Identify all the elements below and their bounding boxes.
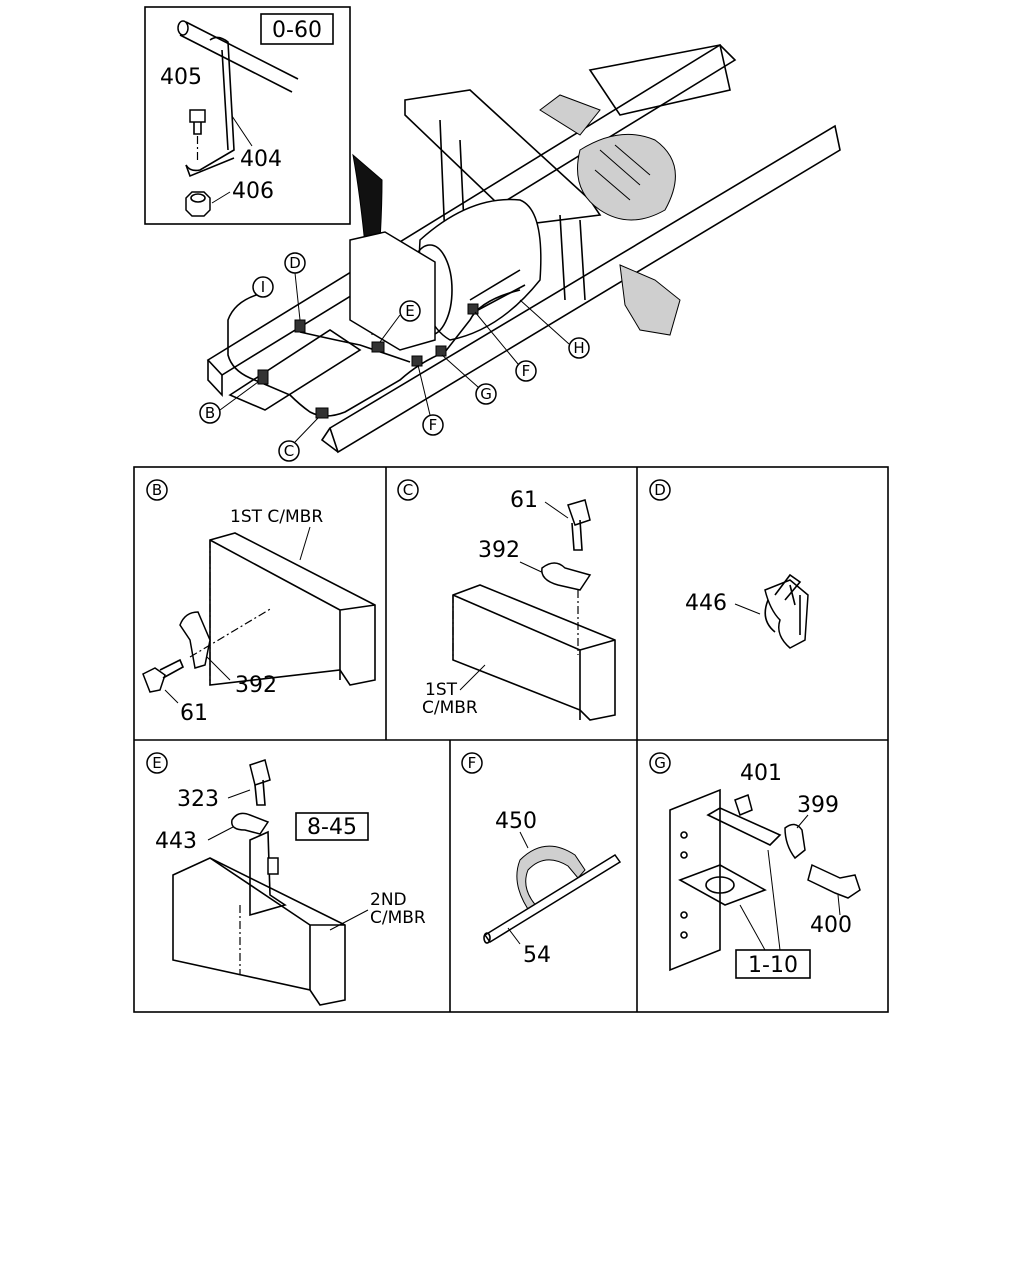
callout-E: E <box>405 302 414 320</box>
clip-392-B <box>179 611 211 669</box>
pipe-54 <box>483 853 622 944</box>
nut-406 <box>185 191 211 217</box>
callout-H: H <box>573 339 584 357</box>
part-label-54: 54 <box>523 943 551 968</box>
nut-401 <box>734 794 753 817</box>
part-label-323: 323 <box>177 787 219 812</box>
ref-box-8-45 <box>295 812 369 841</box>
clip-G <box>435 345 447 357</box>
panel-D: D 446 <box>649 479 809 649</box>
callout-F-left: F <box>429 416 438 434</box>
callout-C: C <box>284 442 294 460</box>
engine-housing <box>577 133 676 221</box>
clip-E <box>371 341 385 353</box>
inset-frame <box>144 6 351 225</box>
callouts: I D E H F G F B C <box>199 252 590 462</box>
ref-label-0-60: 0-60 <box>272 18 322 43</box>
clip-F1 <box>411 355 423 367</box>
cable-tie-450 <box>516 845 586 916</box>
panel-G: G 401 399 400 1-10 <box>649 752 861 979</box>
panel-C: C 61 392 1ST C/MBR <box>397 479 616 721</box>
ref-label-1-10: 1-10 <box>748 953 798 978</box>
clip-D <box>294 319 306 333</box>
bolt-405 <box>189 109 206 123</box>
part-label-400: 400 <box>810 913 852 938</box>
bracket-plate-G <box>669 788 721 972</box>
callout-D: D <box>289 254 301 272</box>
clip-446 <box>764 579 809 649</box>
bolt-61-C <box>567 499 591 526</box>
panel-G-letter: G <box>654 754 666 772</box>
clip-443 <box>231 812 270 835</box>
member-label-C-2: C/MBR <box>422 698 478 718</box>
brake-pipe <box>227 289 521 417</box>
panel-B-letter: B <box>152 481 162 499</box>
panel-F-letter: F <box>468 754 477 772</box>
cross-member-B <box>209 532 376 686</box>
callout-F-right: F <box>522 362 531 380</box>
ref-box-1-10 <box>735 949 811 979</box>
panel-E-letter: E <box>152 754 161 772</box>
clip-C <box>315 407 329 419</box>
member-label-C-1: 1ST <box>425 680 458 700</box>
clip-392-C <box>541 562 592 591</box>
cross-member-C <box>452 584 616 721</box>
bolt-323 <box>249 759 271 786</box>
panel-C-letter: C <box>403 481 413 499</box>
panel-D-letter: D <box>654 481 666 499</box>
part-label-61-C: 61 <box>510 488 538 513</box>
part-label-406: 406 <box>232 179 274 204</box>
panel-F: F 450 54 <box>461 752 622 968</box>
clip-B <box>257 369 269 385</box>
detail-grid <box>133 466 889 1013</box>
ref-label-8-45: 8-45 <box>307 815 357 840</box>
inset-detail: 0-60 405 404 406 <box>144 6 351 225</box>
mount-bracket <box>619 264 681 336</box>
part-label-401: 401 <box>740 761 782 786</box>
callout-B: B <box>205 404 215 422</box>
part-label-450: 450 <box>495 809 537 834</box>
frame-rail-right <box>329 124 841 454</box>
part-label-443: 443 <box>155 829 197 854</box>
callout-I: I <box>261 278 265 296</box>
bracket-404 <box>185 36 235 172</box>
part-label-404: 404 <box>240 147 282 172</box>
part-label-392-B: 392 <box>235 673 277 698</box>
panel-E: E 323 443 8-45 2ND C/MBR <box>146 752 426 1006</box>
frame-rail-left <box>206 43 737 377</box>
cross-member-E <box>172 857 346 1006</box>
clip-399 <box>784 823 806 860</box>
pipe <box>179 21 299 93</box>
member-label-B: 1ST C/MBR <box>230 507 323 527</box>
clip-F2 <box>467 303 479 315</box>
member-label-E-1: 2ND <box>370 890 407 910</box>
bolt-400 <box>807 863 861 899</box>
callout-G: G <box>480 385 492 403</box>
ref-box-0-60 <box>260 13 334 45</box>
part-label-446: 446 <box>685 591 727 616</box>
chassis-drawing <box>206 43 841 454</box>
panel-B: B 1ST C/MBR 392 61 <box>142 479 376 726</box>
bolt-61-B <box>142 667 166 693</box>
bracket-E <box>249 830 287 917</box>
part-label-392-C: 392 <box>478 538 520 563</box>
part-label-405: 405 <box>160 65 202 90</box>
cross-member-rear <box>404 89 602 226</box>
member-label-E-2: C/MBR <box>370 908 426 928</box>
part-label-61-B: 61 <box>180 701 208 726</box>
part-label-399: 399 <box>797 793 839 818</box>
